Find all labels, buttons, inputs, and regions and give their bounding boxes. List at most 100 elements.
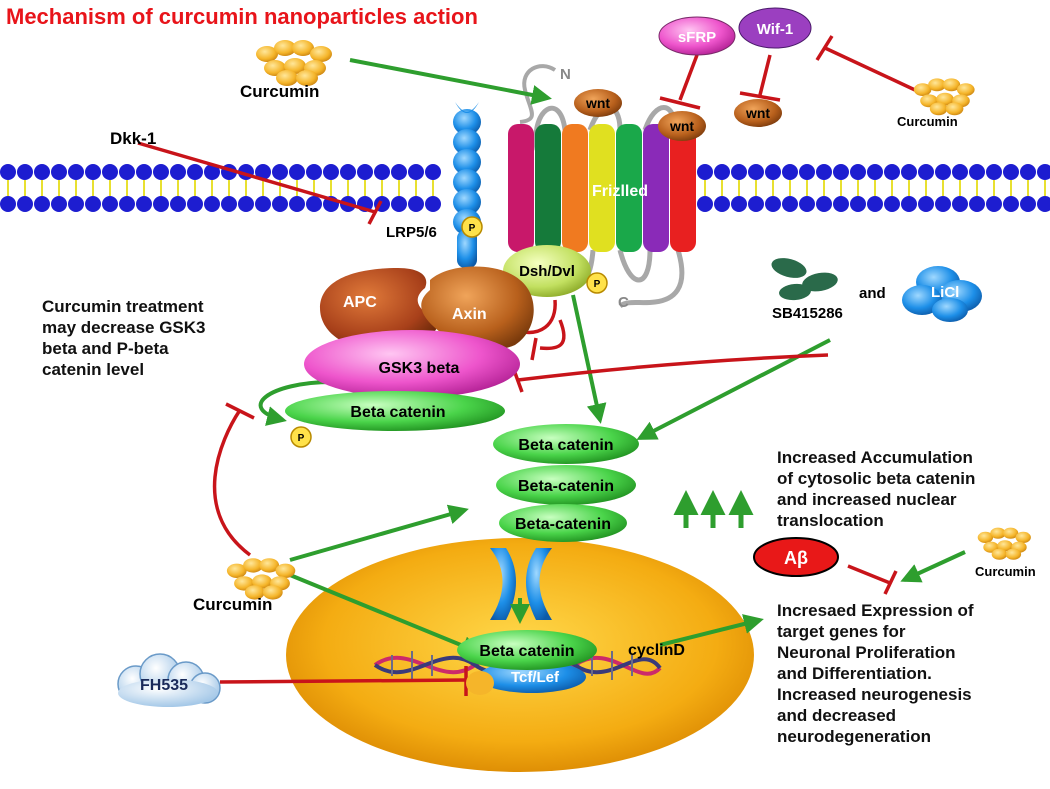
- note-right-bottom-line: and Differentiation.: [777, 664, 932, 683]
- curcumin-particle: [1002, 527, 1019, 539]
- membrane-bead: [102, 164, 118, 180]
- curcumin-particle: [252, 574, 272, 589]
- note-left-line: Curcumin treatment: [42, 297, 204, 316]
- membrane-bead: [408, 164, 424, 180]
- lrp-label: LRP5/6: [386, 224, 437, 241]
- note-left-line: beta and P-beta: [42, 339, 169, 358]
- frizzled-receptor: [508, 64, 696, 309]
- beta-catenin-label-2: Beta-catenin: [518, 478, 614, 495]
- membrane-bead: [187, 164, 203, 180]
- membrane-bead: [714, 196, 730, 212]
- note-right-bottom-line: Incresaed Expression of: [777, 601, 974, 620]
- membrane-bead: [187, 196, 203, 212]
- membrane-bead: [170, 196, 186, 212]
- curcumin-label-top-right: Curcumin: [897, 114, 958, 129]
- membrane-bead: [391, 164, 407, 180]
- curcumin-particle: [942, 78, 961, 92]
- membrane-bead: [306, 164, 322, 180]
- membrane-bead: [85, 196, 101, 212]
- curcumin-particle: [929, 102, 948, 116]
- note-right-bottom-line: neurodegeneration: [777, 727, 931, 746]
- membrane-bead: [1003, 164, 1019, 180]
- membrane-bead: [901, 196, 917, 212]
- membrane-bead: [204, 164, 220, 180]
- membrane-bead: [799, 164, 815, 180]
- membrane-bead: [374, 164, 390, 180]
- membrane-bead: [901, 164, 917, 180]
- membrane-bead: [306, 196, 322, 212]
- membrane-bead: [119, 164, 135, 180]
- membrane-bead: [850, 196, 866, 212]
- curcumin-particle: [274, 40, 296, 56]
- membrane-bead: [782, 164, 798, 180]
- sb415286-label: SB415286: [772, 305, 843, 322]
- membrane-bead: [17, 196, 33, 212]
- membrane-bead: [68, 164, 84, 180]
- phosphate-label-lrp: P: [469, 223, 476, 234]
- membrane-bead: [969, 164, 985, 180]
- membrane-bead: [408, 196, 424, 212]
- membrane-bead: [153, 196, 169, 212]
- membrane-bead: [867, 196, 883, 212]
- membrane-bead: [969, 196, 985, 212]
- membrane-bead: [272, 196, 288, 212]
- membrane-bead: [340, 164, 356, 180]
- membrane-bead: [1020, 164, 1036, 180]
- curcumin-particle: [296, 70, 318, 86]
- lrp-receptor: [453, 102, 481, 268]
- curcumin-particle: [284, 58, 306, 74]
- apc-label: APC: [343, 294, 377, 311]
- membrane-bead: [204, 196, 220, 212]
- membrane-channel-icon: [490, 548, 552, 620]
- membrane-bead: [884, 196, 900, 212]
- curcumin-particle: [913, 83, 932, 96]
- curcumin-particle: [1005, 548, 1022, 560]
- curcumin-label-right: Curcumin: [975, 564, 1036, 579]
- membrane-bead: [816, 164, 832, 180]
- membrane-bead: [748, 196, 764, 212]
- membrane-bead: [170, 164, 186, 180]
- membrane-bead: [136, 164, 152, 180]
- membrane-bead: [697, 196, 713, 212]
- membrane-bead: [850, 164, 866, 180]
- note-right-bottom-line: Increased neurogenesis: [777, 685, 972, 704]
- beta-catenin-nuclear-label: Beta catenin: [479, 643, 574, 660]
- gsk3-node: [304, 330, 520, 398]
- curcumin-particle: [990, 527, 1006, 539]
- note-right-bottom: Incresaed Expression of target genes for…: [777, 600, 974, 747]
- membrane-bead: [425, 196, 441, 212]
- beta-catenin-label-3: Beta-catenin: [515, 516, 611, 533]
- curcumin-particle: [936, 92, 954, 106]
- phosphate-label-beta: P: [298, 433, 305, 444]
- gsk3-label: GSK3 beta: [379, 360, 460, 377]
- membrane-bead: [731, 196, 747, 212]
- sb415286-icon: [771, 258, 838, 301]
- curcumin-particle: [957, 83, 975, 96]
- membrane-bead: [221, 196, 237, 212]
- membrane-bead: [1003, 196, 1019, 212]
- note-right-top: Increased Accumulation of cytosolic beta…: [777, 447, 975, 531]
- curcumin-label-bottom-left: Curcumin: [193, 595, 272, 614]
- membrane-bead: [748, 164, 764, 180]
- membrane-bead: [85, 164, 101, 180]
- membrane-bead: [884, 164, 900, 180]
- phosphate-label-dsh: P: [594, 279, 601, 290]
- membrane-bead: [918, 196, 934, 212]
- dsh-label: Dsh/Dvl: [519, 263, 575, 280]
- membrane-bead: [255, 164, 271, 180]
- wnt-label-c: wnt: [745, 105, 770, 121]
- sfrp-label: sFRP: [678, 29, 716, 46]
- note-right-bottom-line: target genes for: [777, 622, 906, 641]
- membrane-bead: [51, 164, 67, 180]
- membrane-bead: [833, 196, 849, 212]
- membrane-bead: [34, 164, 50, 180]
- note-right-bottom-line: Neuronal Proliferation: [777, 643, 956, 662]
- membrane-bead: [986, 164, 1002, 180]
- wif1-label: Wif-1: [757, 21, 794, 38]
- membrane-bead: [935, 164, 951, 180]
- curcumin-particle: [997, 540, 1013, 552]
- curcumin-label-top: Curcumin: [240, 82, 319, 101]
- note-right-top-line: Increased Accumulation: [777, 448, 973, 467]
- membrane-bead: [765, 196, 781, 212]
